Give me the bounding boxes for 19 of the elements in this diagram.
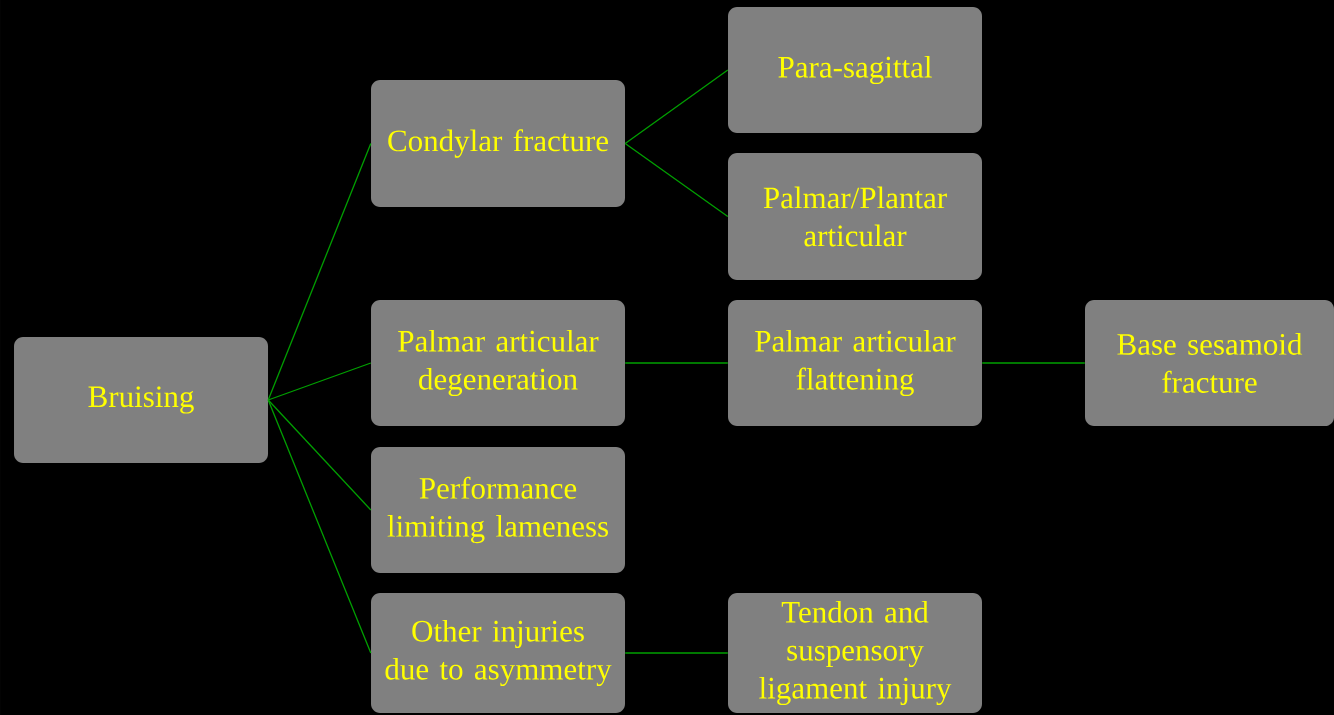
process-box: Performance limiting lameness [371, 447, 625, 573]
process-box: Tendon and suspensory ligament injury [728, 593, 982, 713]
process-box: Palmar articular degeneration [371, 300, 625, 426]
connector-line [267, 142, 372, 401]
connector-line [267, 362, 372, 401]
process-box: Para-sagittal [728, 7, 982, 133]
process-box: Condylar fracture [371, 80, 625, 207]
connector-line [624, 362, 729, 364]
process-box: Palmar articular flattening [728, 300, 982, 426]
connector-line [624, 142, 729, 218]
process-box: Other injuries due to asymmetry [371, 593, 625, 713]
process-box: Palmar/Plantar articular [728, 153, 982, 280]
connector-line [267, 399, 372, 654]
connector-line [624, 69, 729, 145]
connector-line [624, 652, 729, 654]
process-box: Base sesamoid fracture [1085, 300, 1334, 426]
connector-line [267, 399, 372, 511]
process-box: Bruising [14, 337, 268, 463]
connector-line [981, 362, 1086, 364]
